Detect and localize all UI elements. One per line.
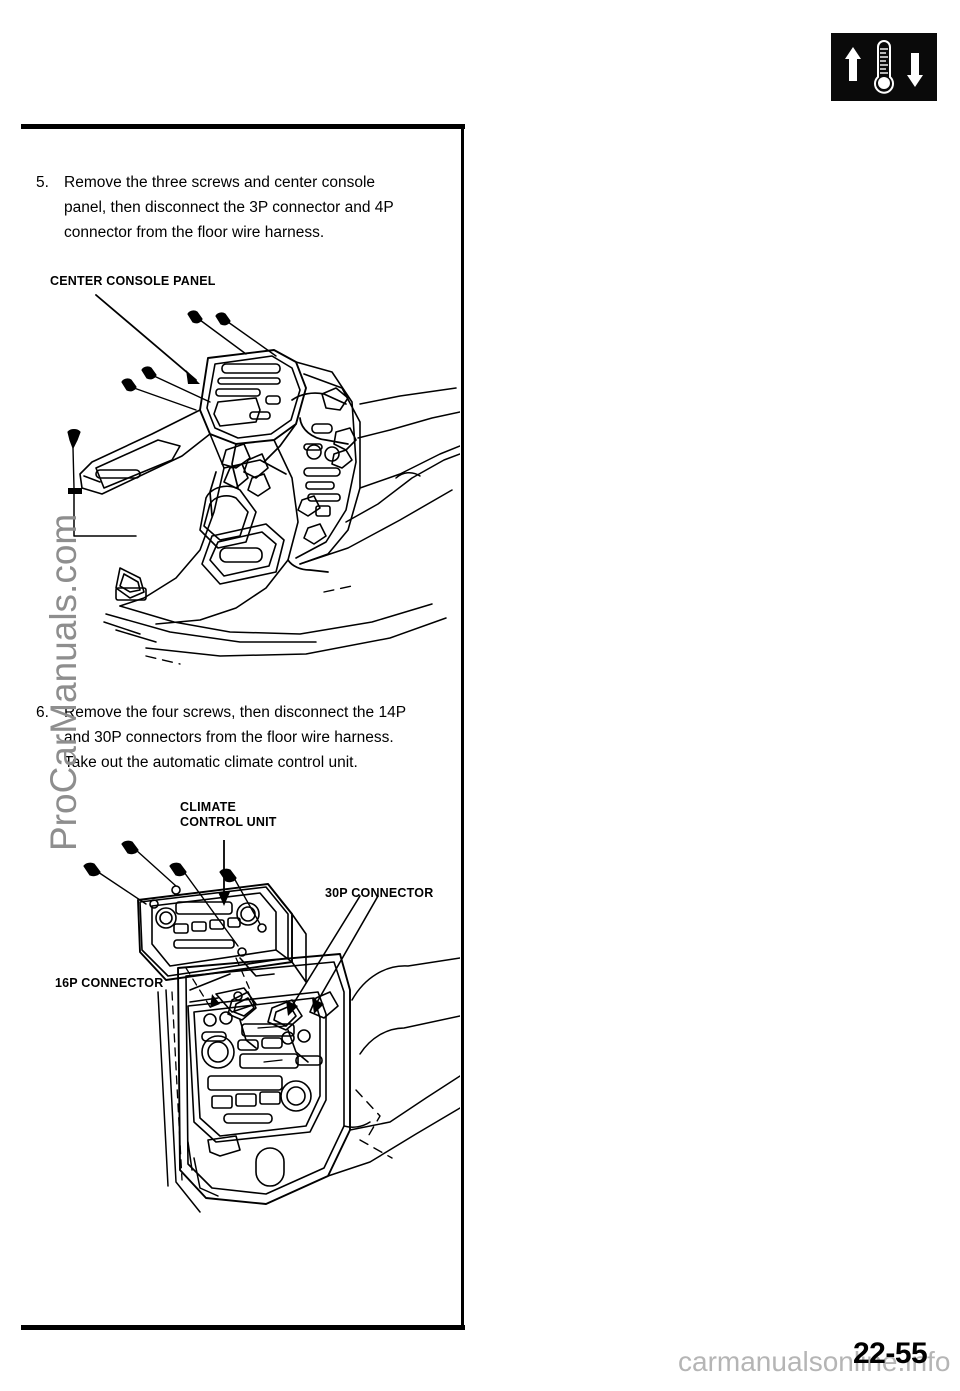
step-number: 5. (36, 174, 49, 191)
step-line: and 30P connectors from the floor wire h… (64, 729, 394, 746)
step-text: Remove the four screws, then disconnect … (64, 700, 442, 775)
label-30p-connector: 30P CONNECTOR (325, 886, 434, 900)
step-line: Remove the four screws, then disconnect … (64, 704, 407, 721)
climate-control-unit-diagram (60, 840, 460, 1220)
center-console-panel-diagram (60, 292, 460, 692)
step-line: Take out the automatic climate control u… (64, 754, 358, 771)
climate-control-icon (831, 33, 937, 101)
label-center-console-panel: CENTER CONSOLE PANEL (50, 274, 216, 288)
step-line: connector from the floor wire harness. (64, 224, 325, 241)
page-border-top (21, 124, 465, 129)
step-number: 6. (36, 704, 49, 721)
page-border-bottom (21, 1325, 465, 1330)
page-border-right (461, 124, 464, 1330)
label-climate-control-unit: CLIMATE CONTROL UNIT (180, 800, 277, 829)
procedure-step-6: 6. Remove the four screws, then disconne… (36, 700, 442, 775)
step-line: Remove the three screws and center conso… (64, 174, 376, 191)
step-line: panel, then disconnect the 3P connector … (64, 199, 394, 216)
procedure-step-5: 5. Remove the three screws and center co… (36, 170, 442, 245)
label-16p-connector: 16P CONNECTOR (55, 976, 164, 990)
step-text: Remove the three screws and center conso… (64, 170, 442, 245)
page-number: 22-55 (853, 1337, 928, 1370)
